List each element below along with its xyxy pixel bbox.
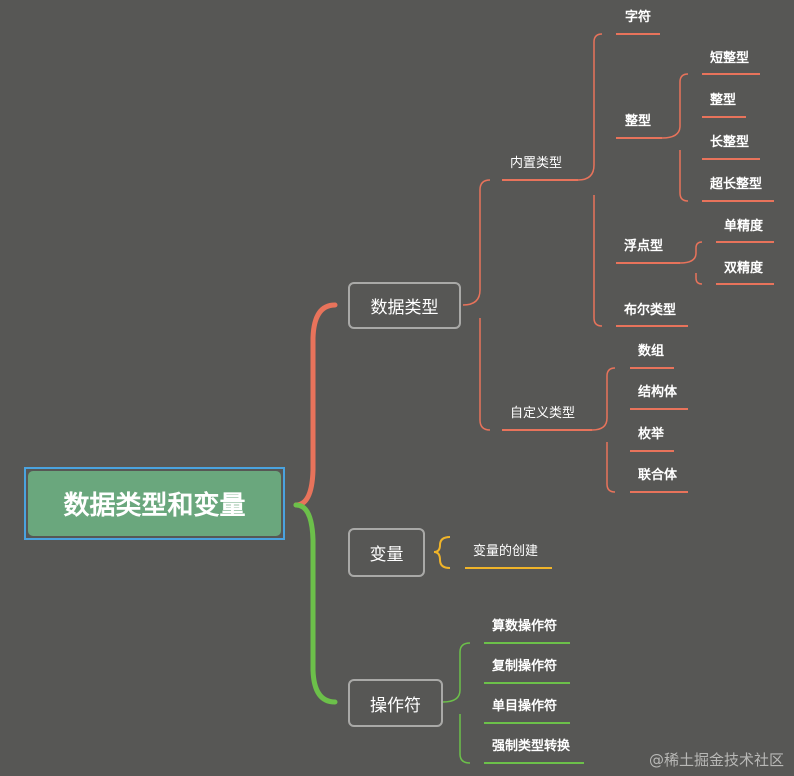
- underlines-data-types: [502, 33, 774, 493]
- node-type-cast[interactable]: 强制类型转换: [492, 739, 571, 754]
- node-char[interactable]: 字符: [625, 10, 652, 25]
- node-operators[interactable]: 操作符: [348, 679, 443, 727]
- bracket-float: [679, 241, 703, 285]
- branch-line-data-types: [293, 302, 338, 508]
- node-data-types[interactable]: 数据类型: [348, 282, 461, 329]
- node-arithmetic-operators[interactable]: 算数操作符: [492, 619, 558, 634]
- node-array[interactable]: 数组: [638, 344, 665, 359]
- branch-line-operators: [293, 502, 338, 705]
- node-long[interactable]: 长整型: [710, 135, 750, 150]
- bracket-builtin-types: [577, 33, 603, 327]
- node-variables[interactable]: 变量: [348, 528, 425, 577]
- node-builtin-types[interactable]: 内置类型: [510, 156, 563, 171]
- bracket-operators: [442, 642, 471, 764]
- bracket-integer: [661, 73, 689, 202]
- node-custom-types[interactable]: 自定义类型: [510, 406, 576, 421]
- watermark: @稀土掘金技术社区: [648, 751, 784, 769]
- node-short[interactable]: 短整型: [710, 51, 750, 66]
- node-union[interactable]: 联合体: [638, 468, 678, 483]
- node-unary-operators[interactable]: 单目操作符: [492, 699, 558, 714]
- underlines-operators: [484, 642, 584, 764]
- node-int[interactable]: 整型: [710, 93, 737, 108]
- root-node[interactable]: 数据类型和变量: [24, 467, 285, 540]
- root-node-label: 数据类型和变量: [28, 471, 281, 536]
- node-double-precision[interactable]: 双精度: [724, 261, 764, 276]
- node-single-precision[interactable]: 单精度: [724, 219, 764, 234]
- node-integer[interactable]: 整型: [625, 114, 652, 129]
- node-float[interactable]: 浮点型: [624, 239, 664, 254]
- bracket-custom-types: [591, 367, 616, 493]
- node-long-long[interactable]: 超长整型: [710, 177, 763, 192]
- node-variable-create[interactable]: 变量的创建: [473, 544, 539, 559]
- node-struct[interactable]: 结构体: [638, 385, 678, 400]
- bracket-data-types: [462, 179, 491, 431]
- node-enum[interactable]: 枚举: [638, 427, 665, 442]
- node-bool[interactable]: 布尔类型: [624, 303, 677, 318]
- bracket-variables: [433, 536, 451, 569]
- node-assignment-operators[interactable]: 复制操作符: [492, 659, 558, 674]
